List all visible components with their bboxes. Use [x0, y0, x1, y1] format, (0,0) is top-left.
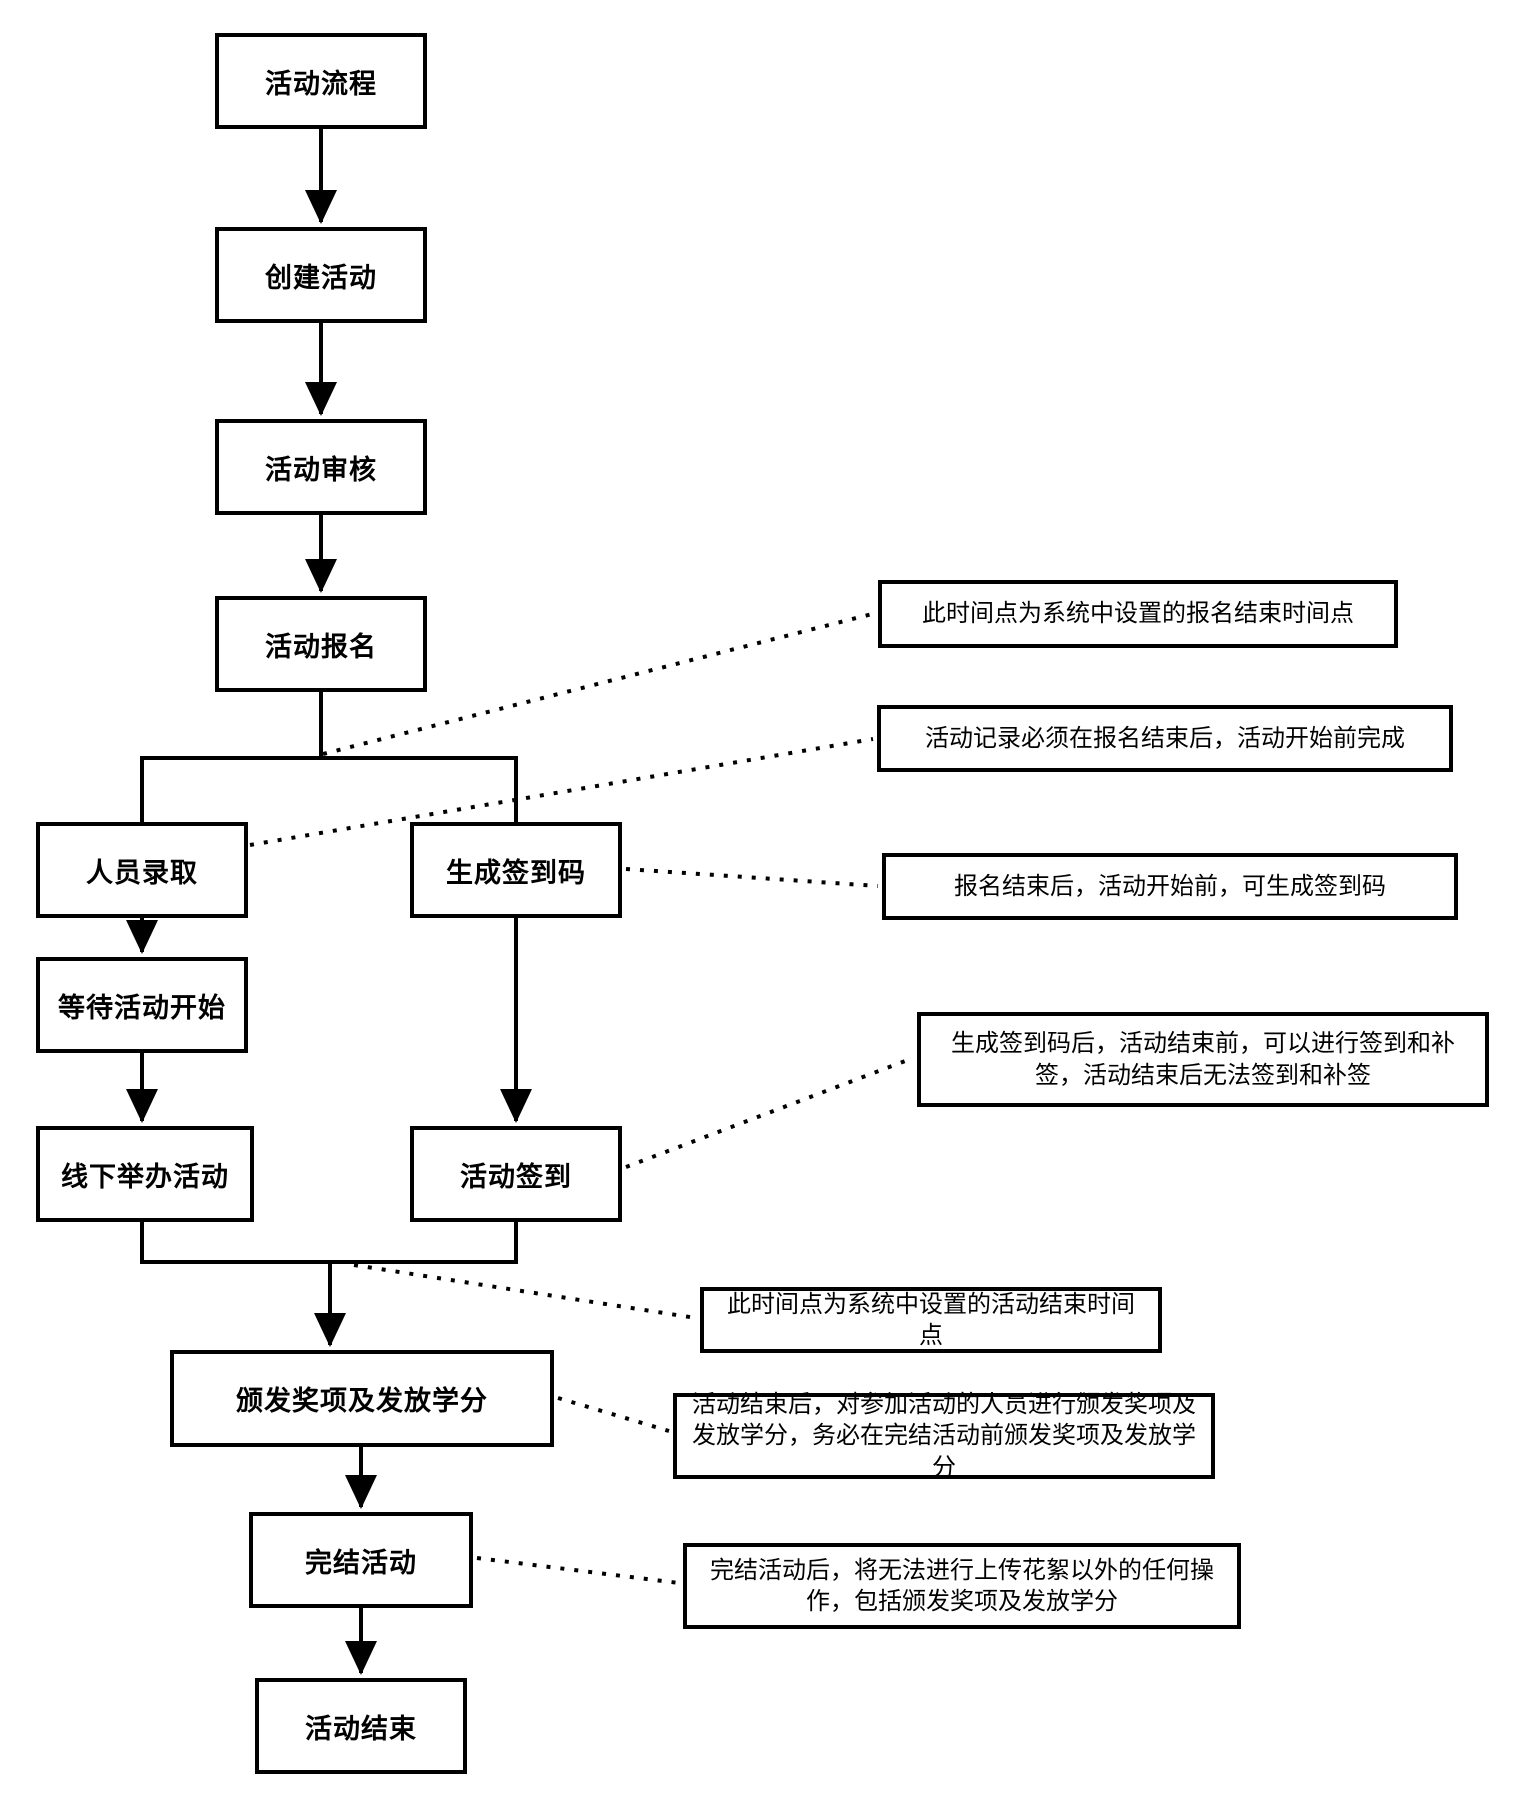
dotted-connector-checkin-window [625, 1056, 914, 1169]
note-record-deadline: 活动记录必须在报名结束后，活动开始前完成 [877, 705, 1453, 772]
node-create-activity: 创建活动 [215, 227, 427, 323]
node-activity-flow: 活动流程 [215, 33, 427, 129]
node-personnel-admission: 人员录取 [36, 822, 248, 918]
dotted-connector-gencode-window [625, 867, 879, 888]
note-award-window: 活动结束后，对参加活动的人员进行颁发奖项及发放学分，务必在完结活动前颁发奖项及发… [673, 1391, 1215, 1481]
merge-connector [140, 1220, 518, 1264]
node-wait-activity-start: 等待活动开始 [36, 957, 248, 1053]
node-activity-end: 活动结束 [255, 1678, 467, 1774]
node-generate-checkin-code: 生成签到码 [410, 822, 622, 918]
note-gencode-window: 报名结束后，活动开始前，可生成签到码 [882, 853, 1458, 920]
dotted-connector-award-window [557, 1396, 670, 1433]
note-finish-restriction: 完结活动后，将无法进行上传花絮以外的任何操作，包括颁发奖项及发放学分 [683, 1543, 1241, 1629]
node-award-credits: 颁发奖项及发放学分 [170, 1350, 554, 1447]
node-activity-checkin: 活动签到 [410, 1126, 622, 1222]
node-finish-activity: 完结活动 [249, 1512, 473, 1608]
node-activity-review: 活动审核 [215, 419, 427, 515]
note-signup-deadline: 此时间点为系统中设置的报名结束时间点 [878, 580, 1398, 648]
node-offline-activity: 线下举办活动 [36, 1126, 254, 1222]
dotted-connector-finish-restriction [476, 1556, 680, 1585]
node-activity-signup: 活动报名 [215, 596, 427, 692]
note-checkin-window: 生成签到码后，活动结束前，可以进行签到和补签，活动结束后无法签到和补签 [917, 1012, 1489, 1107]
dotted-connector-activity-end-time [353, 1263, 697, 1320]
note-activity-end-time: 此时间点为系统中设置的活动结束时间点 [700, 1287, 1162, 1353]
branch-connector [140, 756, 518, 824]
